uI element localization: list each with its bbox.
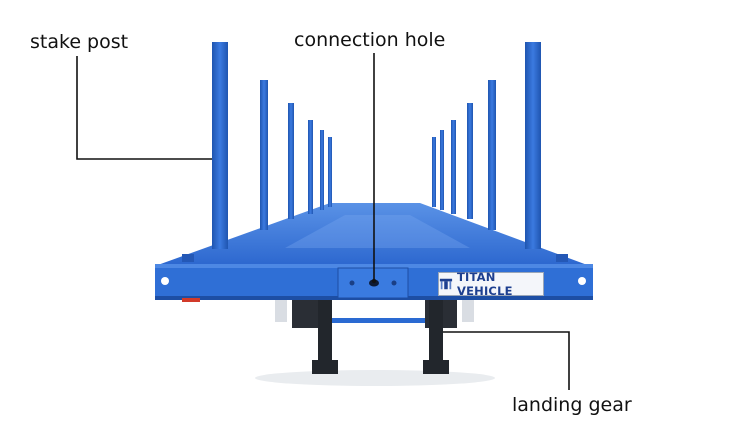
stake-post [320, 130, 324, 210]
connection-hole-label: connection hole [294, 29, 446, 51]
coupling-bolt [391, 280, 397, 286]
stake-post [260, 80, 268, 230]
trailer-deck [155, 203, 590, 266]
leader-line-landing-gear [443, 331, 570, 390]
stake-pockets [182, 254, 568, 262]
beam-end-hole [578, 277, 586, 285]
stake-post [308, 120, 313, 214]
undercarriage [275, 300, 474, 328]
stake-post [212, 42, 228, 249]
brand-plate-text: TITAN VEHICLE [456, 270, 513, 298]
stake-post [451, 120, 456, 214]
stake-post [432, 137, 436, 207]
stake-post [328, 137, 332, 207]
stake-post [288, 103, 294, 219]
stake-post [467, 103, 473, 219]
stake-posts-right [432, 42, 541, 249]
coupling-bolt [349, 280, 355, 286]
brand-plate: TITAN VEHICLE [438, 270, 544, 298]
leader-lines [76, 53, 570, 390]
reflector [182, 298, 200, 302]
ground-shadow [255, 370, 495, 386]
stake-post [488, 80, 496, 230]
stake-post [440, 130, 444, 210]
stake-posts-left [212, 42, 332, 249]
stake-post-label: stake post [30, 31, 129, 53]
landing-gear [312, 300, 449, 374]
titan-logo-icon [439, 278, 453, 290]
deck-highlight [285, 215, 470, 248]
leader-dot [371, 278, 377, 284]
leader-line-stake-post [76, 56, 212, 160]
stake-post [525, 42, 541, 249]
landing-gear-label: landing gear [512, 394, 632, 416]
beam-end-hole [161, 277, 169, 285]
